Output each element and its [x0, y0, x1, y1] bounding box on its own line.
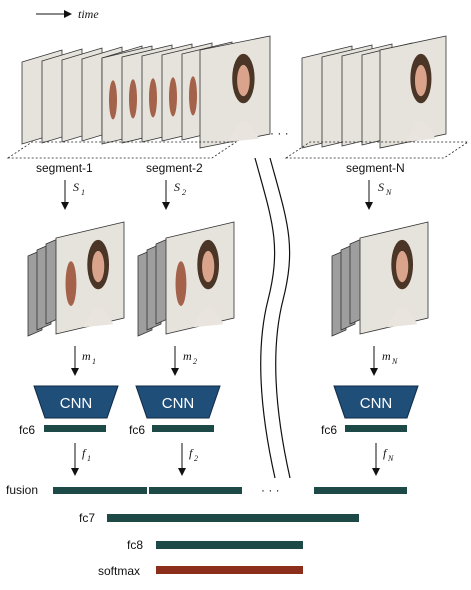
segment-2-frame	[199, 35, 271, 149]
map-1-subscript: 1	[92, 357, 96, 366]
fc6-n-bar	[345, 425, 407, 432]
fc7-bar	[107, 514, 359, 522]
break-lines	[254, 157, 291, 479]
map-2-symbol: m	[183, 349, 192, 363]
segment-n-frame	[379, 35, 447, 149]
sample-stack-1-front	[55, 221, 125, 335]
feat-2-symbol: f	[189, 446, 194, 460]
sample-1-subscript: 1	[81, 188, 85, 197]
map-arrows	[71, 346, 378, 376]
fc6-1-label: fc6	[19, 423, 35, 437]
segment-ground-2	[284, 141, 470, 159]
cnn-shape-1	[33, 385, 119, 419]
fc6-n-label: fc6	[321, 423, 337, 437]
fc6-2-label: fc6	[129, 423, 145, 437]
sample-n-subscript: N	[385, 188, 392, 197]
video-segments	[6, 35, 470, 159]
sample-n-symbol: S	[378, 180, 384, 194]
fusion-bar-2	[149, 487, 242, 494]
cnn-n-label: CNN	[360, 395, 393, 412]
feature-arrows	[71, 443, 380, 476]
cnn-1-label: CNN	[60, 395, 93, 412]
fc6-1-bar	[44, 425, 106, 432]
time-label: time	[78, 7, 99, 21]
softmax-bar	[156, 566, 303, 574]
segments-ellipsis: · · ·	[270, 126, 289, 140]
fc8-bar	[156, 541, 303, 549]
fc8-label: fc8	[127, 538, 143, 552]
sample-stack-2-front	[165, 221, 235, 335]
feat-n-symbol: f	[383, 446, 388, 460]
map-1-symbol: m	[82, 349, 91, 363]
cnn-block-n: CNN	[333, 385, 419, 419]
sampled-frames	[27, 221, 429, 337]
fc6-2-bar	[152, 425, 214, 432]
time-axis: time	[36, 7, 99, 21]
cnn-shape-2	[135, 385, 221, 419]
sample-2-subscript: 2	[182, 188, 186, 197]
fusion-ellipsis: · · ·	[261, 483, 280, 497]
feat-1-subscript: 1	[87, 454, 91, 463]
softmax-label: softmax	[98, 564, 140, 578]
feat-1-symbol: f	[82, 446, 87, 460]
cnn-block-2: CNN	[135, 385, 221, 419]
map-n-subscript: N	[391, 357, 398, 366]
map-n-symbol: m	[382, 349, 391, 363]
fusion-label: fusion	[6, 483, 38, 497]
segment-1-label: segment-1	[36, 161, 93, 175]
sample-1-symbol: S	[73, 180, 79, 194]
map-2-subscript: 2	[193, 357, 197, 366]
sample-arrows	[61, 180, 373, 210]
cnn-block-1: CNN	[33, 385, 119, 419]
segment-2-label: segment-2	[146, 161, 203, 175]
fusion-bar-n	[314, 487, 407, 494]
cnn-2-label: CNN	[162, 395, 195, 412]
segment-n-label: segment-N	[346, 161, 405, 175]
sample-2-symbol: S	[174, 180, 180, 194]
fusion-bar-1	[53, 487, 147, 494]
fc7-label: fc7	[79, 511, 95, 525]
sample-stack-n-front	[359, 221, 429, 335]
cnn-shape-n	[333, 385, 419, 419]
segment-ground-1	[6, 141, 238, 159]
feat-2-subscript: 2	[194, 454, 198, 463]
feat-n-subscript: N	[387, 454, 394, 463]
